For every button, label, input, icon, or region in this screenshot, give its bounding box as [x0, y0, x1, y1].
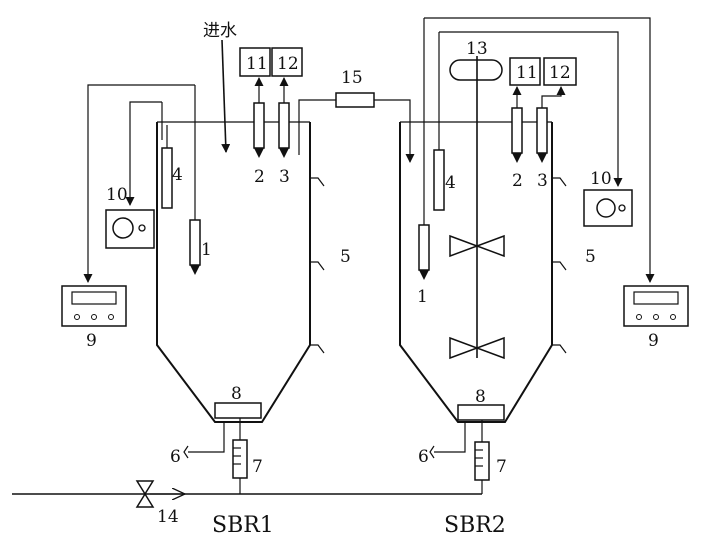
sbr1-device-10 — [105, 101, 163, 249]
inlet-arrow — [221, 39, 231, 153]
sbr2-label-4: 4 — [445, 173, 456, 193]
sbr1-diffuser-8 — [214, 402, 262, 419]
sbr2-probe-3 — [536, 86, 566, 163]
sbr1-label-1: 1 — [201, 240, 212, 260]
sbr2-diffuser-8 — [457, 404, 505, 421]
sbr1-label-6: 6 — [170, 447, 181, 467]
sbr2-probe-2 — [511, 86, 523, 163]
sbr1-label-12: 12 — [277, 54, 299, 74]
sbr2-label-9: 9 — [648, 331, 659, 351]
sbr2-meter-11 — [509, 57, 541, 86]
sbr2-label-5: 5 — [585, 247, 596, 267]
sbr2-label-8: 8 — [475, 387, 486, 407]
sbr1-meter-12 — [271, 47, 303, 77]
sbr2-sensor-1 — [418, 18, 430, 280]
sbr1-sampling-ports — [310, 177, 325, 354]
sbr2-label-10: 10 — [590, 169, 612, 189]
stirrer-label-13: 13 — [466, 39, 488, 59]
sbr2-flowmeter-7 — [474, 420, 490, 494]
inlet-label: 进水 — [203, 21, 237, 41]
sbr2-sensor-4 — [433, 32, 445, 211]
sbr1-label-11: 11 — [246, 54, 268, 74]
sbr2-meter-12 — [543, 57, 577, 86]
sbr2-label-2: 2 — [512, 171, 523, 191]
sbr1-flowmeter-7 — [232, 418, 248, 494]
sbr2-label-11: 11 — [516, 63, 538, 83]
sbr2-drain-valve-6 — [429, 422, 466, 459]
sbr1-label-8: 8 — [231, 384, 242, 404]
transfer-pump-15 — [298, 92, 415, 163]
sbr1-label-2: 2 — [254, 167, 265, 187]
sbr1-probe-3 — [278, 77, 290, 158]
sbr1-label-4: 4 — [172, 165, 183, 185]
sbr1-probe-2 — [253, 77, 265, 158]
sbr2-label-7: 7 — [496, 457, 507, 477]
sbr1-label-10: 10 — [106, 185, 128, 205]
sbr1-label-9: 9 — [86, 331, 97, 351]
sbr1-drain-valve-6 — [183, 422, 225, 459]
sbr2-label-3: 3 — [537, 171, 548, 191]
sbr1-sensor-4 — [161, 125, 173, 209]
sbr2-label-12: 12 — [549, 63, 571, 83]
sbr2-label-6: 6 — [418, 447, 429, 467]
sbr1-meter-11 — [239, 47, 271, 77]
pump-label-15: 15 — [341, 68, 363, 88]
sbr1-title: SBR1 — [212, 513, 274, 538]
sbr1-controller-9 — [61, 84, 195, 327]
sbr1-label-7: 7 — [252, 457, 263, 477]
air-valve-14 — [135, 480, 155, 508]
sbr2-stirrer-13 — [449, 56, 505, 360]
sbr1-label-5: 5 — [340, 247, 351, 267]
valve-label-14: 14 — [157, 507, 179, 527]
sbr2-sampling-ports — [552, 177, 567, 354]
sbr2-label-1: 1 — [417, 287, 428, 307]
sbr2-title: SBR2 — [444, 513, 506, 538]
sbr1-sensor-1 — [189, 85, 201, 275]
sbr2-device-10 — [439, 31, 633, 227]
sbr2-controller-9 — [424, 17, 689, 327]
sbr1-label-3: 3 — [279, 167, 290, 187]
